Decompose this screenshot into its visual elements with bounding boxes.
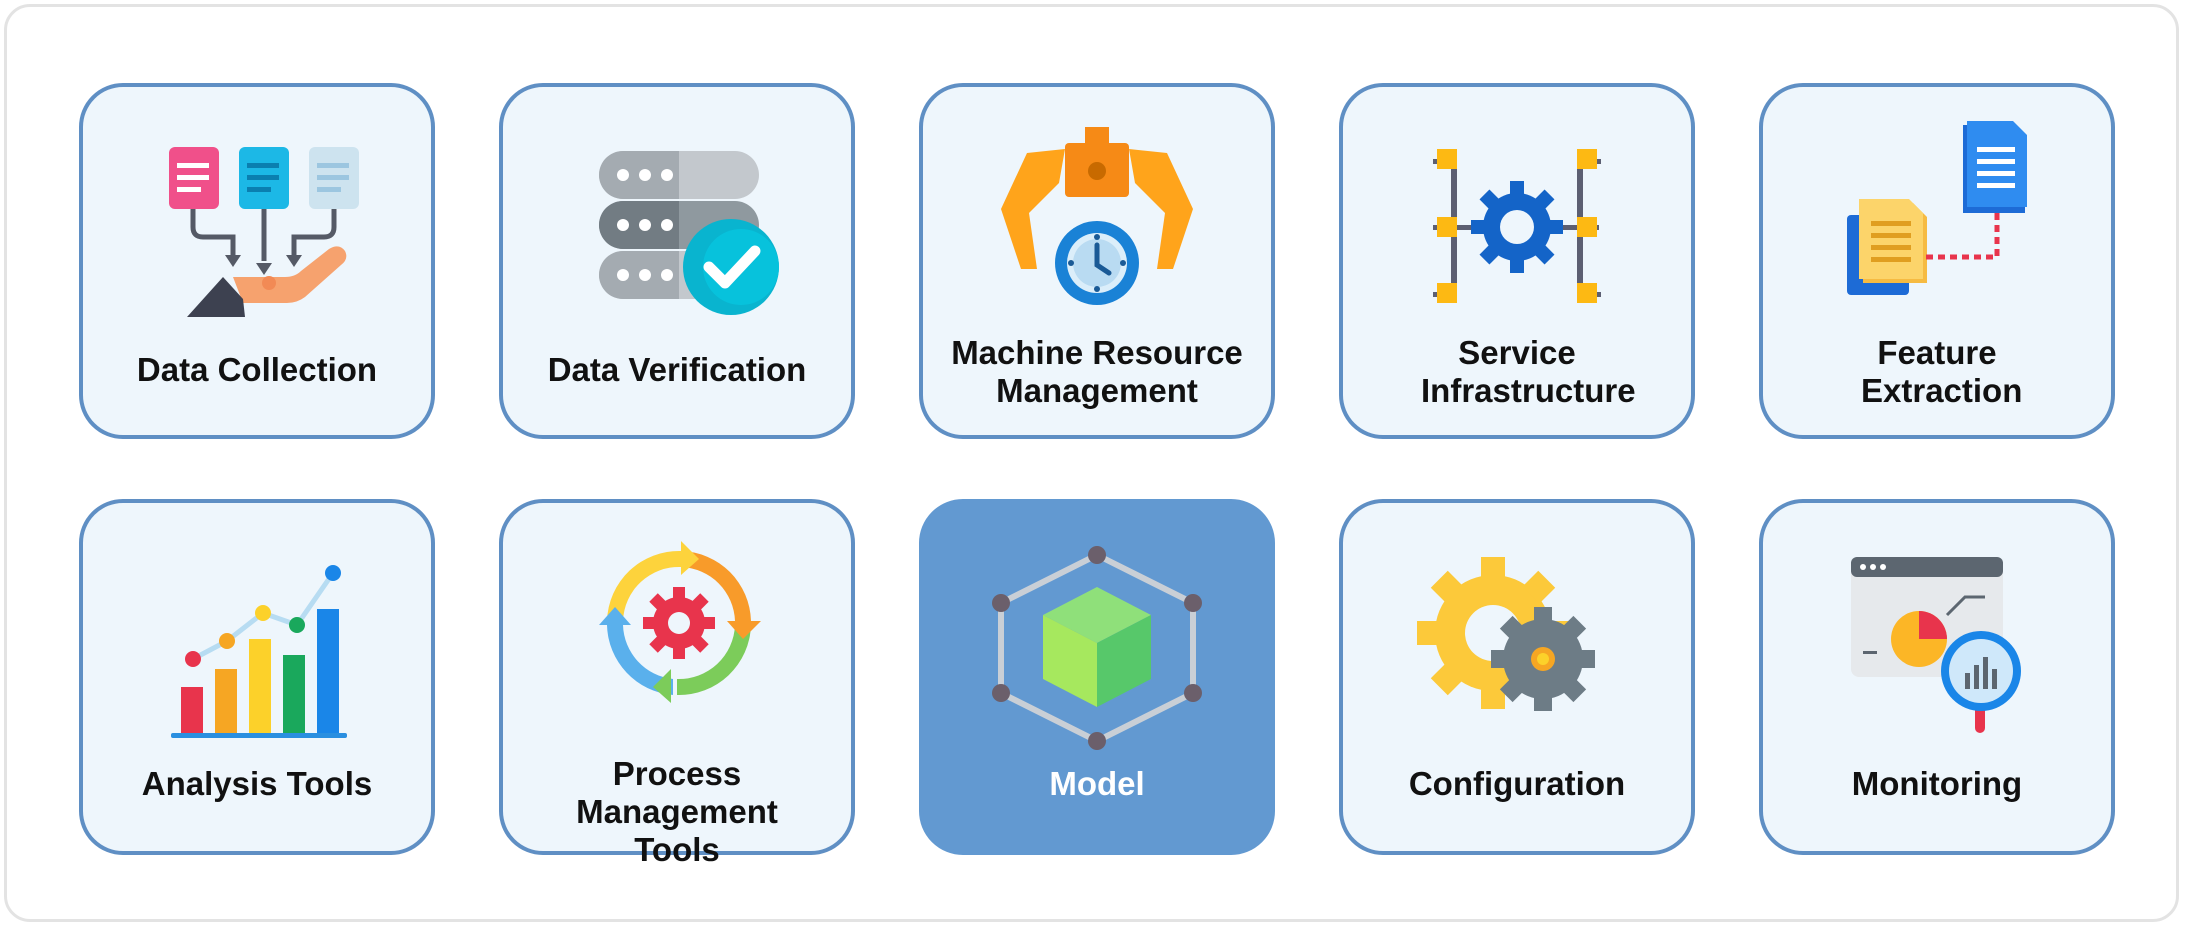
tile-machine-resource-management[interactable]: Machine Resource Management [919,83,1275,439]
database-check-icon [599,151,779,315]
tile-monitoring[interactable]: Monitoring [1759,499,2115,855]
tile-label: Service Infrastructure [1421,334,1636,409]
tile-label: Analysis Tools [141,765,373,802]
diagram-frame: Data Collection Data Verification [4,4,2179,922]
robot-claw-clock-icon [1001,127,1193,305]
bar-chart-icon [171,565,347,738]
tile-label: Monitoring [1851,765,2023,802]
tile-process-management-tools[interactable]: Process Management Tools [499,499,855,868]
cube-hexagon-icon [992,546,1202,750]
tile-data-verification[interactable]: Data Verification [499,83,855,439]
tile-data-collection[interactable]: Data Collection [79,83,435,439]
document-extract-icon [1847,121,2027,295]
cycle-gear-icon [599,541,761,703]
tile-configuration[interactable]: Configuration [1339,499,1695,855]
tile-label: Model [1049,765,1145,802]
tile-feature-extraction[interactable]: Feature Extraction [1759,83,2115,439]
gear-network-icon [1433,149,1601,303]
tile-label: Machine Resource Management [951,334,1243,409]
gears-icon [1417,557,1595,711]
tile-label: Data Verification [547,351,807,388]
tile-label: Configuration [1408,765,1626,802]
tile-label: Data Collection [136,351,378,388]
dashboard-magnifier-icon [1851,557,2021,733]
data-collection-icon [169,147,359,317]
tile-service-infrastructure[interactable]: Service Infrastructure [1339,83,1695,439]
tile-analysis-tools[interactable]: Analysis Tools [79,499,435,855]
tile-label: Process Management Tools [576,755,778,868]
tile-label: Feature Extraction [1861,334,2023,409]
tile-model[interactable]: Model [919,499,1275,855]
